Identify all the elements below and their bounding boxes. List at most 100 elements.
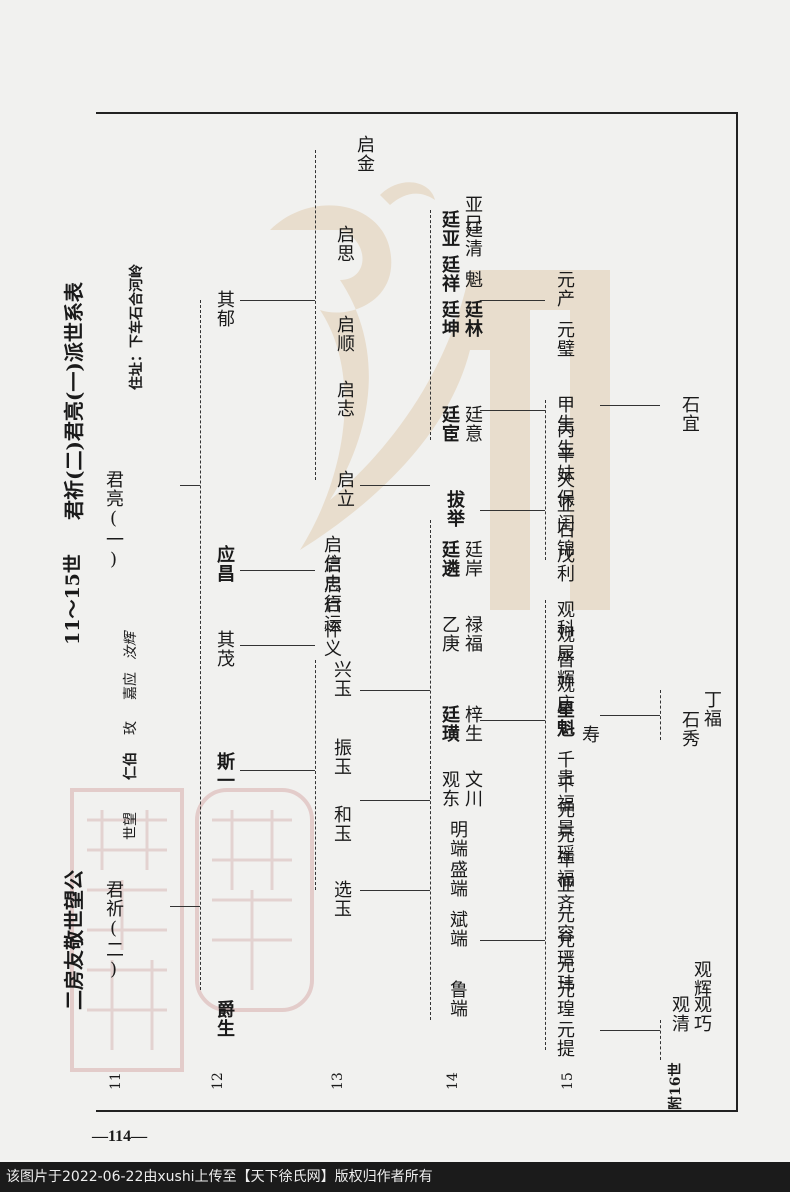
gen14-name: 廷岸 xyxy=(462,540,483,578)
gen13-name: 兴玉 xyxy=(331,660,352,698)
gen15-name: 元瑝 xyxy=(554,980,575,1018)
tree-connector xyxy=(360,485,430,486)
gen-label-13: 13 xyxy=(330,1072,346,1090)
gen16-name: 观清 xyxy=(669,995,690,1033)
watermark-bird-logo-icon xyxy=(270,182,610,610)
gen12-name: 其茂 xyxy=(214,630,235,668)
gen13-name: 启信 xyxy=(321,535,342,573)
gen16-name: 观巧 xyxy=(691,995,712,1033)
gen13-name: 启行 xyxy=(321,575,342,613)
gen15-name: 丙生 xyxy=(554,420,575,458)
gen14-name: 廷林 xyxy=(462,300,483,338)
tree-connector xyxy=(480,940,545,941)
gen13-name: 启金 xyxy=(354,135,375,173)
gen14-name: 禄福 xyxy=(462,615,483,653)
tree-connector xyxy=(240,645,315,646)
gen16-name: 石秀 xyxy=(679,710,700,748)
collection-seal-stamp-icon xyxy=(70,788,314,1072)
gen13-name: 启运 xyxy=(321,595,342,633)
gen16-name: 石宜 xyxy=(679,395,700,433)
gen15-name: 元璧 xyxy=(554,320,575,358)
gen15-name: 观尿 xyxy=(554,625,575,663)
gen13-name: 启思 xyxy=(334,225,355,263)
gen15-name: 元容 xyxy=(554,905,575,943)
gen15-name: 亚齐 xyxy=(554,875,575,913)
header-name: 世望 xyxy=(123,812,139,840)
gen-label-12: 12 xyxy=(210,1072,226,1090)
copyright-footer: 该图片于2022-06-22由xushi上传至【天下徐氏网】版权归作者所有 xyxy=(0,1162,790,1192)
scanned-page xyxy=(0,0,790,1160)
tree-connector xyxy=(480,410,545,411)
header-name: 嘉应 xyxy=(123,672,139,700)
tree-connector xyxy=(600,405,660,406)
tree-connector xyxy=(545,600,546,1050)
tree-connector xyxy=(240,770,315,771)
gen-label-14: 14 xyxy=(445,1072,461,1090)
gen14-name: 拔举 xyxy=(444,490,465,528)
title-left: 二房友敬世望公 xyxy=(62,870,86,1010)
gen12-name: 爵生 xyxy=(214,1000,235,1038)
tree-connector xyxy=(180,485,200,486)
generation-range: 11～15世 xyxy=(62,554,84,645)
gen16-name: 丁福 xyxy=(701,690,722,728)
gen12-name: 其郁 xyxy=(214,290,235,328)
tree-connector xyxy=(600,1030,660,1031)
header-name: 汝辉 xyxy=(123,632,139,660)
gen15-name: 千贵 xyxy=(554,750,575,788)
gen14-name: 盛端 xyxy=(447,860,468,898)
tree-connector xyxy=(170,906,200,907)
tree-connector xyxy=(480,300,545,301)
gen14-name: 观东 xyxy=(439,770,460,808)
gen14-name: 廷祥 xyxy=(439,255,460,293)
gen14-name: 文川 xyxy=(462,770,483,808)
page-number: —114— xyxy=(92,1128,148,1145)
gen14-name: 鲁端 xyxy=(447,980,468,1018)
gen15-name: 观庆 xyxy=(554,675,575,713)
tree-connector xyxy=(660,690,661,740)
gen15-name: 天保 xyxy=(554,470,575,508)
gen15-name: 元景 xyxy=(554,800,575,838)
gen13-name: 和玉 xyxy=(331,805,352,843)
gen13-name: 启顺 xyxy=(334,315,355,353)
gen11-name: 君亮(一) xyxy=(103,470,124,571)
gen15-name: 亚闺 xyxy=(554,495,575,533)
gen-label-15: 15 xyxy=(560,1072,576,1090)
gen15-name: 年福 xyxy=(554,850,575,888)
appendix-gen-16-label: 附16世 xyxy=(668,1062,684,1110)
tree-connector xyxy=(315,660,316,890)
gen14-name: 梓生 xyxy=(462,705,483,743)
gen14-name: 廷亚 xyxy=(439,210,460,248)
tree-connector xyxy=(315,150,316,480)
gen14-name: 廷璜 xyxy=(439,705,460,743)
gen13-name: 选玉 xyxy=(331,880,352,918)
tree-connector xyxy=(360,890,430,891)
gen15-name: 石锦 xyxy=(554,520,575,558)
gen15-name: 星魁 xyxy=(554,700,575,738)
gen16-name: 观辉 xyxy=(691,960,712,998)
gen15-name: 元提 xyxy=(554,1020,575,1058)
gen-label-11: 11 xyxy=(108,1072,124,1090)
tree-connector xyxy=(430,210,431,440)
gen15-name: 元瑶 xyxy=(554,825,575,863)
tree-connector xyxy=(545,400,546,560)
gen14-name: 廷清 xyxy=(462,220,483,258)
tree-connector xyxy=(360,690,430,691)
tree-connector xyxy=(430,520,431,1020)
tree-connector xyxy=(240,570,315,571)
gen15-name: 甲生 xyxy=(554,395,575,433)
gen15-name: 千福 xyxy=(554,775,575,813)
gen14-name: 魁 xyxy=(462,270,483,289)
gen15-name: 观科 xyxy=(554,600,575,638)
gen14-name: 廷意 xyxy=(462,405,483,443)
gen15-name: 元玮 xyxy=(554,955,575,993)
gen13-name: 启志 xyxy=(334,380,355,418)
tree-connector xyxy=(600,715,660,716)
tree-connector xyxy=(480,720,545,721)
gen14-name: 廷宦 xyxy=(439,405,460,443)
table-frame xyxy=(96,112,738,1112)
gen14-name: 亚巳 xyxy=(462,195,483,233)
gen15-name: 元瑨 xyxy=(554,930,575,968)
tree-connector xyxy=(660,1020,661,1060)
tree-connector xyxy=(360,800,430,801)
gen13-name: 启立 xyxy=(334,470,355,508)
